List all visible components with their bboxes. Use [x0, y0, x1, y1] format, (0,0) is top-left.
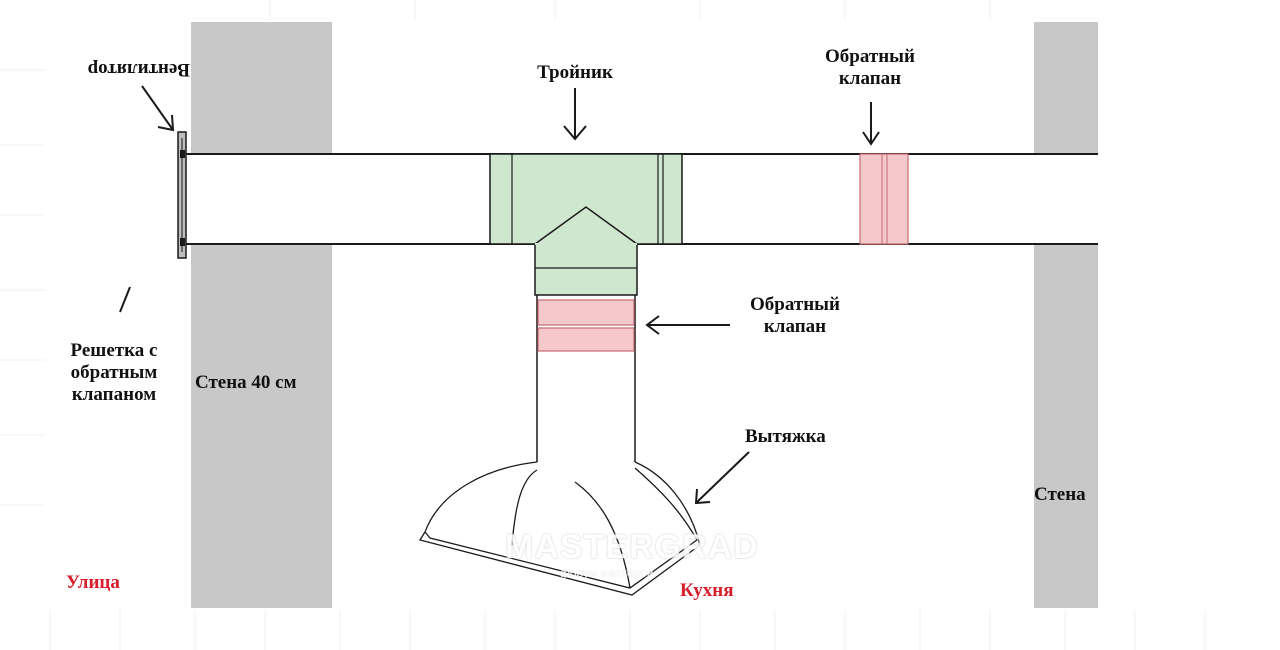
- label-wall-right: Стена: [1034, 484, 1086, 505]
- label-hood: Вытяжка: [745, 426, 826, 447]
- watermark-subtitle: форум мастеров: [560, 566, 654, 580]
- check-valve-horizontal: [859, 153, 909, 245]
- arrow-grille: [119, 286, 131, 313]
- tee-fitting: [489, 153, 683, 296]
- duct-vertical: [536, 295, 636, 462]
- arrow-hood: [694, 451, 750, 505]
- label-grille: Решетка с обратным клапаном: [70, 340, 158, 405]
- wall-left: [191, 22, 332, 608]
- label-fan: Вентилятор: [87, 59, 190, 80]
- label-check-valve-top: Обратный клапан: [825, 46, 915, 89]
- grille-plate: [177, 131, 187, 259]
- kitchen-hood: [418, 461, 701, 596]
- watermark-logo: MASTERGRAD: [505, 528, 759, 566]
- arrow-valve-top: [862, 102, 880, 146]
- wall-right: [1034, 22, 1098, 608]
- label-tee: Тройник: [537, 62, 613, 83]
- label-kitchen: Кухня: [680, 580, 734, 601]
- background-grid: [0, 0, 1206, 650]
- arrow-tee: [563, 88, 587, 141]
- label-check-valve-mid: Обратный клапан: [750, 294, 840, 337]
- arrow-fan: [141, 85, 175, 132]
- arrows: [119, 85, 880, 505]
- label-wall-left: Стена 40 см: [195, 372, 297, 393]
- label-street: Улица: [66, 572, 120, 593]
- check-valve-vertical: [537, 299, 635, 352]
- arrow-valve-mid: [645, 315, 730, 335]
